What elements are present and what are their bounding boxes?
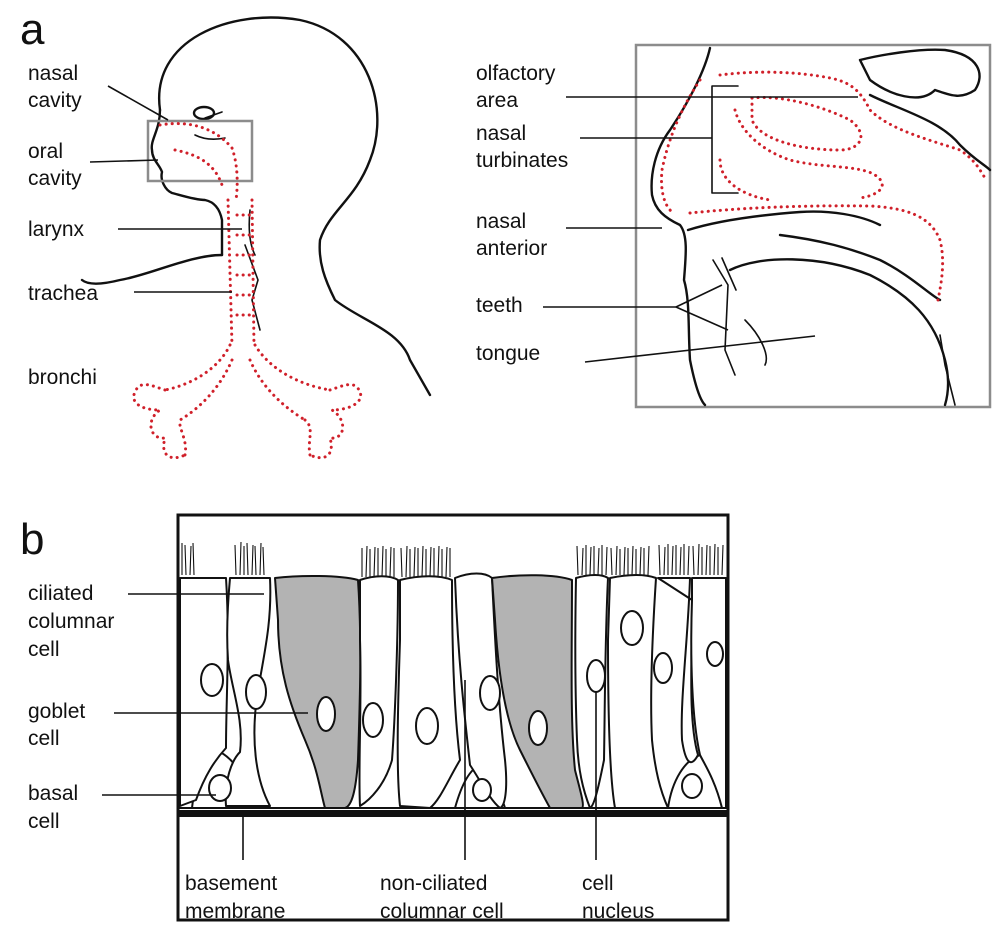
label-ciliated-3: cell	[28, 638, 60, 661]
label-larynx: larynx	[28, 218, 85, 241]
leader-teeth-b	[676, 285, 722, 307]
head-silhouette	[82, 18, 430, 395]
label-olfactory-2: area	[476, 89, 518, 112]
label-non-ciliated-1: non-ciliated	[380, 872, 487, 895]
label-tongue: tongue	[476, 342, 540, 365]
leader-teeth-c	[676, 307, 728, 330]
leader-tongue	[585, 336, 815, 362]
nasal-section	[652, 48, 990, 405]
airway-tree	[134, 124, 361, 458]
label-teeth: teeth	[476, 294, 523, 317]
label-nasal-anterior-1: nasal	[476, 210, 526, 233]
label-nasal-anterior-2: anterior	[476, 237, 547, 260]
nasal-airflow	[661, 72, 985, 300]
label-bronchi: bronchi	[28, 366, 97, 389]
label-goblet-2: cell	[28, 727, 60, 750]
label-oral-cavity-2: cavity	[28, 167, 82, 190]
label-basement-1: basement	[185, 872, 277, 895]
label-turbinates-1: nasal	[476, 122, 526, 145]
label-olfactory-1: olfactory	[476, 62, 556, 85]
label-basal-2: cell	[28, 810, 60, 833]
label-goblet-1: goblet	[28, 700, 85, 723]
label-basement-2: membrane	[185, 900, 285, 923]
label-ciliated-2: columnar	[28, 610, 114, 633]
panel-a-letter: a	[20, 5, 45, 54]
label-trachea: trachea	[28, 282, 98, 305]
label-cell-nucleus-1: cell	[582, 872, 614, 895]
label-oral-cavity-1: oral	[28, 140, 63, 163]
label-basal-1: basal	[28, 782, 78, 805]
label-cell-nucleus-2: nucleus	[582, 900, 654, 923]
label-non-ciliated-2: columnar cell	[380, 900, 504, 923]
label-ciliated-1: ciliated	[28, 582, 93, 605]
panel-b-letter: b	[20, 515, 44, 564]
label-nasal-cavity-2: cavity	[28, 89, 82, 112]
label-nasal-cavity-1: nasal	[28, 62, 78, 85]
eye-icon	[194, 107, 214, 119]
label-turbinates-2: turbinates	[476, 149, 568, 172]
